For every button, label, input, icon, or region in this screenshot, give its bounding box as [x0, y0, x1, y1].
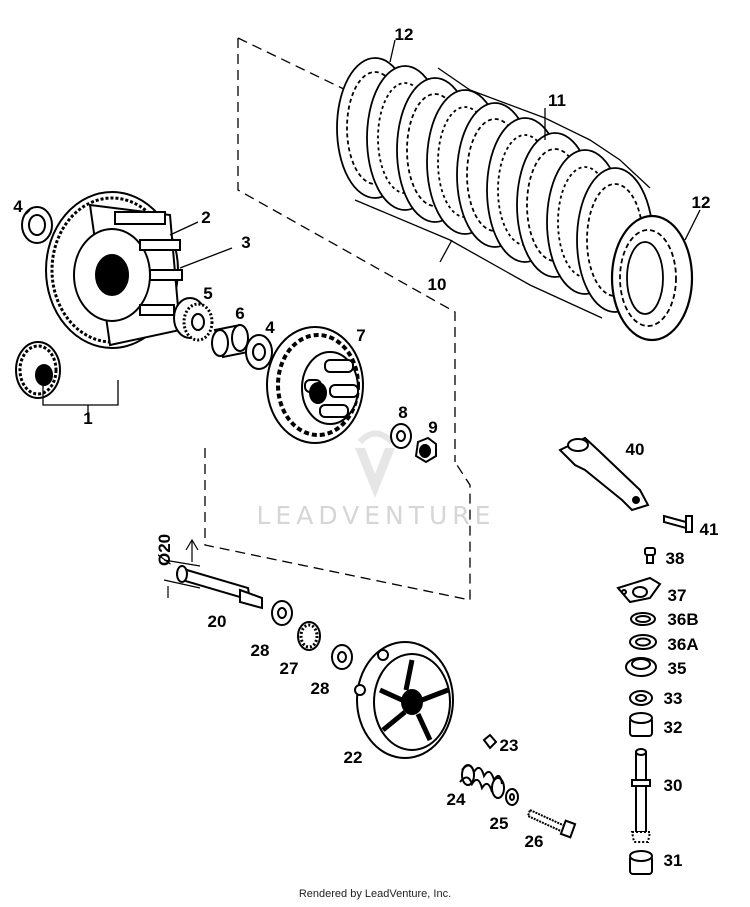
callout-28-right: 28 [311, 679, 330, 698]
callout-2: 2 [201, 208, 210, 227]
washer-4-left [21, 206, 53, 244]
callout-32: 32 [664, 718, 683, 737]
friction-plate-12-front [610, 214, 694, 342]
callout-25: 25 [490, 814, 509, 833]
callout-20: 20 [208, 612, 227, 631]
callout-8: 8 [398, 403, 407, 422]
release-lever-40 [558, 436, 650, 512]
diameter-dimension [163, 538, 201, 598]
dimension-label: Ø20 [155, 534, 174, 566]
seal-35 [625, 657, 657, 677]
callout-12-right: 12 [692, 193, 711, 212]
release-shaft-30 [630, 748, 652, 843]
screw-41 [663, 514, 693, 533]
needle-bearing-5 [173, 297, 214, 342]
callout-9: 9 [428, 418, 437, 437]
retaining-plate-37 [616, 576, 662, 604]
footer-credit: Rendered by LeadVenture, Inc. [298, 888, 452, 900]
callout-36b: 36B [667, 610, 698, 629]
bushing-31 [629, 850, 653, 875]
dashed-outlines [204, 37, 471, 601]
callout-1: 1 [83, 409, 92, 428]
washer-33 [629, 690, 653, 706]
bushing-32 [629, 712, 653, 737]
clutch-basket [45, 191, 183, 349]
callout-38: 38 [666, 549, 685, 568]
callout-4-left: 4 [13, 197, 23, 216]
callout-24: 24 [447, 790, 466, 809]
callout-37: 37 [668, 586, 687, 605]
callout-27: 27 [280, 659, 299, 678]
hub-nut-9 [414, 436, 437, 464]
callout-28-left: 28 [251, 641, 270, 660]
watermark-text: LEADVENTURE [257, 501, 496, 530]
callout-5: 5 [203, 284, 212, 303]
lock-washer-8 [390, 423, 412, 449]
callout-30: 30 [664, 776, 683, 795]
clutch-plate-stack [336, 57, 694, 342]
callout-labels: 12 11 12 10 4 2 3 5 6 4 7 1 8 9 40 41 38… [13, 25, 718, 870]
washer-36b [630, 612, 656, 626]
washer-36a [629, 634, 657, 650]
clutch-spring-24 [459, 764, 505, 799]
screw-38 [644, 547, 656, 564]
dashed-plate-frame [237, 38, 456, 462]
callout-35: 35 [668, 659, 687, 678]
push-rod-20 [176, 565, 263, 610]
callout-6: 6 [235, 304, 244, 323]
inner-clutch-hub-7 [266, 326, 364, 444]
callout-11: 11 [548, 91, 566, 110]
washer-25 [505, 788, 519, 806]
plate-leader-lines [354, 39, 701, 319]
callout-31: 31 [664, 851, 683, 870]
pressure-plate-22 [354, 641, 454, 759]
washer-28-lower [331, 644, 353, 670]
primary-gear [15, 341, 61, 399]
callout-41: 41 [700, 520, 719, 539]
callout-3: 3 [241, 233, 250, 252]
callout-26: 26 [525, 832, 544, 851]
spring-retainer-23 [482, 733, 498, 750]
callout-40: 40 [626, 440, 645, 459]
callout-12-top: 12 [395, 25, 414, 44]
callout-36a: 36A [667, 635, 698, 654]
bolt-26 [526, 808, 577, 839]
watermark: LEADVENTURE [257, 430, 496, 530]
bushing-6 [211, 323, 250, 359]
thrust-bearing-27 [297, 621, 321, 651]
callout-23: 23 [500, 736, 519, 755]
washer-4-right [245, 334, 273, 370]
callout-22: 22 [344, 748, 363, 767]
washer-28-upper [271, 600, 293, 626]
callout-10: 10 [428, 275, 447, 294]
callout-7: 7 [356, 326, 365, 345]
callout-33: 33 [664, 689, 683, 708]
callout-4-right: 4 [265, 318, 275, 337]
